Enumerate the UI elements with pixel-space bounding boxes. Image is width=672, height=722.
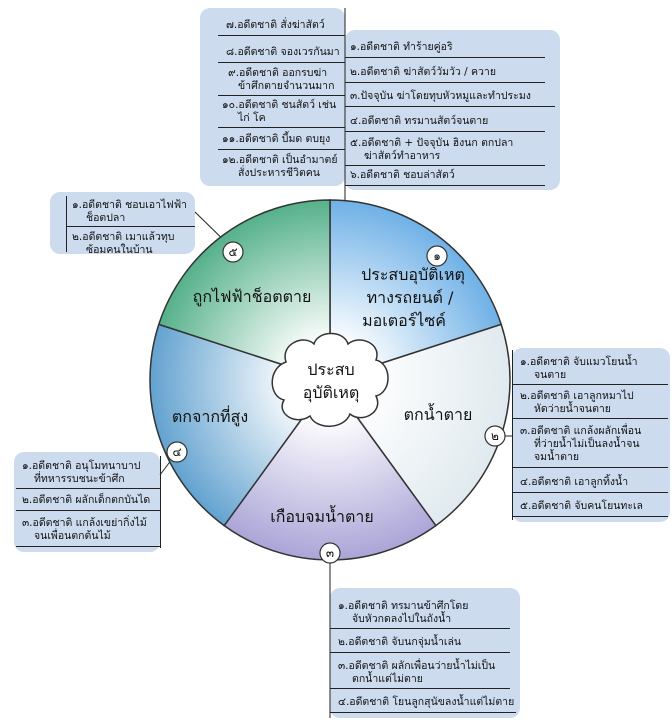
list-item: จมน้ำตาย bbox=[534, 451, 580, 463]
divider bbox=[330, 688, 510, 689]
list-item: ๑๒.อดีตชาติ เป็นอำมาตย์ bbox=[222, 154, 338, 166]
list-item: ๕.อดีตชาติ + ปัจจุบัน ฮิงนก ตกปลา bbox=[350, 137, 514, 149]
badge-2 bbox=[484, 425, 506, 447]
list-item: ๒.อดีตชาติ ฆ่าสัตว์วัมวัว / ควาย bbox=[350, 66, 496, 78]
left-upper-list-bg bbox=[50, 192, 195, 254]
list-item: ๓.อดีตชาติ แกล้งเขย่ากิ่งไม้ bbox=[22, 517, 147, 529]
list-bracket bbox=[66, 196, 67, 252]
divider bbox=[345, 57, 545, 58]
segment-1-label-line3: มอเตอร์ไซค์ bbox=[362, 311, 446, 330]
list-item: ๔.อดีตชาติ เอาลูกทิ้งน้ำ bbox=[520, 476, 629, 488]
list-item: ๓.ปัจจุบัน ฆ่าโดยทุบหัวหมูและทำประมง bbox=[350, 90, 531, 102]
badge-2-number: ๒ bbox=[491, 429, 499, 443]
list-item: ๓.อดีตชาติ แกล้งผลักเพื่อน bbox=[520, 425, 642, 437]
list-item: จนตาย bbox=[534, 369, 567, 381]
divider bbox=[345, 165, 545, 166]
list-bracket bbox=[160, 456, 161, 548]
list-item: ๔.อดีตชาติ โยนลูกสุนัขลงน้ำแต่ไม่ตาย bbox=[338, 696, 515, 708]
center-label-line2: อุบัติเหตุ bbox=[303, 383, 360, 403]
badge-4 bbox=[166, 441, 188, 463]
segment-5-electrocution bbox=[157, 199, 331, 382]
segment-3-label: เกือบจมน้ำตาย bbox=[270, 505, 374, 526]
segment-4-label: ตกจากที่สูง bbox=[172, 405, 248, 427]
divider bbox=[16, 488, 160, 489]
badge-5-number: ๕ bbox=[228, 245, 237, 259]
list-item: ๗.อดีตชาติ สั่งฆ่าสัตว์ bbox=[226, 19, 325, 31]
badge-5 bbox=[222, 241, 244, 263]
list-item: ไก่ โค bbox=[238, 112, 266, 124]
badge-1 bbox=[426, 245, 448, 267]
top-left-list-bg bbox=[200, 8, 345, 186]
divider bbox=[16, 546, 160, 547]
segment-2-label: ตกน้ำตาย bbox=[404, 403, 473, 424]
list-item: ๓.อดีตชาติ ผลักเพื่อนว่ายน้ำไม่เป็น bbox=[338, 660, 496, 672]
badge-4-number: ๔ bbox=[172, 445, 181, 459]
divider bbox=[512, 384, 668, 385]
divider bbox=[66, 226, 195, 227]
list-item: ๑๐.อดีตชาติ ชนสัตว์ เช่น bbox=[222, 99, 337, 111]
segment-1-road-accident bbox=[329, 199, 503, 382]
list-item: ๑.อดีตชาติ อนุโมทนาบาป bbox=[22, 460, 141, 472]
center-label-line1: ประสบ bbox=[307, 360, 354, 379]
list-item: ช็อตปลา bbox=[86, 212, 126, 224]
list-item: สั่งประหารชีวิตคน bbox=[238, 167, 320, 179]
divider bbox=[218, 35, 345, 36]
list-item: ฆ่าสัตว์ทำอาหาร bbox=[364, 150, 441, 162]
segment-1-label-line1: ประสบอุบัติเหตุ bbox=[361, 265, 465, 285]
right-list-bg bbox=[512, 348, 670, 522]
list-item: ๖.อดีตชาติ ชอบล่าสัตว์ bbox=[350, 169, 455, 181]
center-cloud bbox=[271, 332, 389, 427]
list-item: ข้าศึกตายจำนวนมาก bbox=[238, 80, 335, 92]
list-item: ๑.อดีตชาติ ทรมานข้าศึกโดย bbox=[338, 600, 469, 612]
bottom-list-bg bbox=[330, 588, 520, 718]
divider bbox=[512, 492, 668, 493]
list-bracket bbox=[512, 350, 513, 520]
divider bbox=[330, 652, 510, 653]
badge-1-number: ๑ bbox=[433, 249, 441, 263]
list-item: ที่ว่ายน้ำไม่เป็นลงน้ำจน bbox=[534, 438, 640, 450]
list-item: ๑.อดีตชาติ ชอบเอาไฟฟ้า bbox=[72, 199, 188, 211]
badge-3 bbox=[319, 542, 341, 564]
list-item: จนเพื่อนตกต้นไม้ bbox=[34, 530, 111, 542]
top-right-list-bg bbox=[345, 30, 560, 190]
list-item: ๘.อดีตชาติ จองเวรกันมา bbox=[226, 46, 340, 58]
badge-3-number: ๓ bbox=[326, 546, 334, 560]
divider bbox=[16, 510, 160, 511]
divider bbox=[512, 467, 668, 468]
list-item: ตกน้ำแต่ไม่ตาย bbox=[352, 673, 423, 685]
list-item: ๔.อดีตชาติ ทรมานสัตว์จนตาย bbox=[350, 115, 489, 127]
list-item: ๕.อดีตชาติ จับคนโยนทะเล bbox=[520, 500, 643, 512]
divider bbox=[218, 127, 345, 128]
divider bbox=[512, 418, 668, 419]
segment-1-label-line2: ทางรถยนต์ / bbox=[367, 288, 454, 307]
list-item: หัดว่ายน้ำจนตาย bbox=[534, 403, 611, 415]
list-item: ๒.อดีตชาติ จับนกจุ่มน้ำเล่น bbox=[338, 636, 462, 648]
divider bbox=[345, 185, 545, 186]
list-item: ๑.อดีตชาติ จับแมวโยนน้ำ bbox=[520, 356, 638, 368]
list-item: ๒.อดีตชาติ เมาแล้วทุบ bbox=[72, 231, 175, 243]
list-item: ๙.อดีตชาติ ออกรบฆ่า bbox=[228, 67, 328, 79]
list-item: ๒.อดีตชาติ เอาลูกหมาไป bbox=[520, 390, 634, 402]
divider bbox=[218, 149, 345, 150]
list-item: ๑.อดีตชาติ ทำร้ายคู่อริ bbox=[350, 41, 453, 53]
divider bbox=[345, 106, 555, 107]
list-item: จับหัวกดลงไปในถังน้ำ bbox=[352, 613, 452, 625]
divider bbox=[330, 628, 510, 629]
divider bbox=[218, 62, 345, 63]
list-item: ซ้อมคนในบ้าน bbox=[86, 244, 153, 256]
list-item: ๑๑.อดีตชาติ บี้มด ตบยุง bbox=[222, 133, 331, 145]
divider bbox=[218, 95, 345, 96]
list-item: ที่ทหารรบชนะข้าศึก bbox=[34, 473, 125, 485]
segment-5-label: ถูกไฟฟ้าช็อตตาย bbox=[193, 286, 312, 307]
divider bbox=[330, 712, 516, 713]
left-lower-list-bg bbox=[14, 452, 160, 552]
divider bbox=[512, 516, 668, 517]
divider bbox=[345, 131, 545, 132]
list-item: ๒.อดีตชาติ ผลักเด็กตกบันได bbox=[22, 494, 151, 506]
divider bbox=[345, 82, 545, 83]
